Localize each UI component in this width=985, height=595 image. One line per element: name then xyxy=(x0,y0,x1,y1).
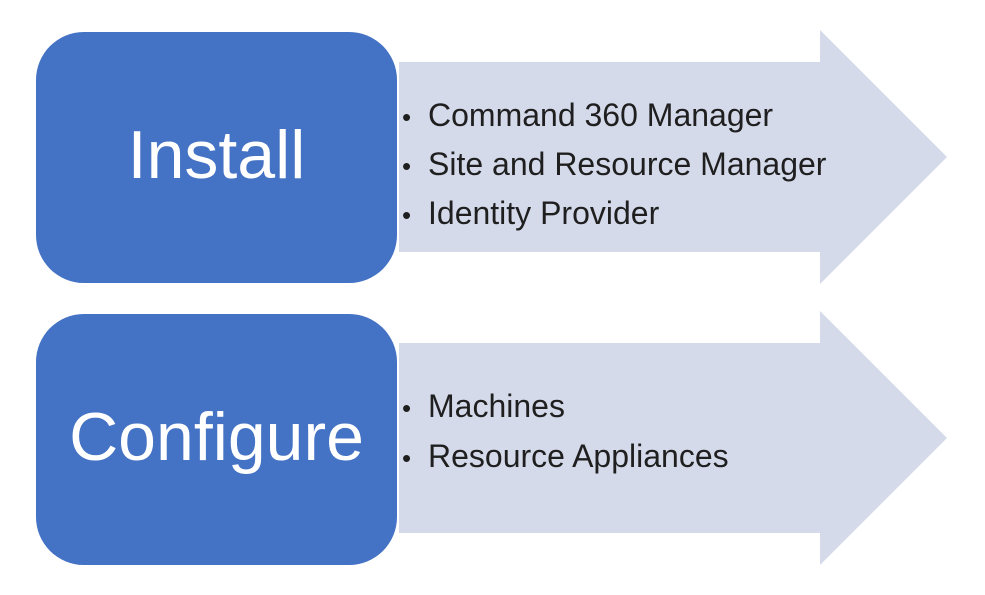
bullet-item-label: Machines xyxy=(428,388,565,424)
bullet-item-label: Resource Appliances xyxy=(428,438,729,474)
bullet-item-label: Identity Provider xyxy=(428,195,660,231)
bullet-icon: • xyxy=(402,443,412,473)
step-label-configure: Configure xyxy=(69,398,364,475)
step-label-install: Install xyxy=(127,116,306,193)
bullet-item: • Command 360 Manager xyxy=(400,92,826,141)
bullet-item-label: Command 360 Manager xyxy=(428,97,774,133)
bullet-icon: • xyxy=(402,393,412,423)
bullet-item: • Resource Appliances xyxy=(400,432,729,482)
step-box-configure: Configure xyxy=(36,314,397,565)
arrow-right-shape xyxy=(399,311,947,565)
bullet-icon: • xyxy=(402,200,412,230)
bullet-item: • Identity Provider xyxy=(400,190,826,239)
bullet-list-install: • Command 360 Manager • Site and Resourc… xyxy=(400,92,826,239)
process-arrow-configure xyxy=(399,311,947,565)
arrow-right-shape xyxy=(399,30,947,284)
bullet-icon: • xyxy=(402,151,412,181)
bullet-list-configure: • Machines • Resource Appliances xyxy=(400,382,729,482)
bullet-item: • Machines xyxy=(400,382,729,432)
process-arrow-install xyxy=(399,30,947,284)
bullet-item: • Site and Resource Manager xyxy=(400,141,826,190)
step-box-install: Install xyxy=(36,32,397,283)
bullet-icon: • xyxy=(402,102,412,132)
bullet-item-label: Site and Resource Manager xyxy=(428,146,827,182)
